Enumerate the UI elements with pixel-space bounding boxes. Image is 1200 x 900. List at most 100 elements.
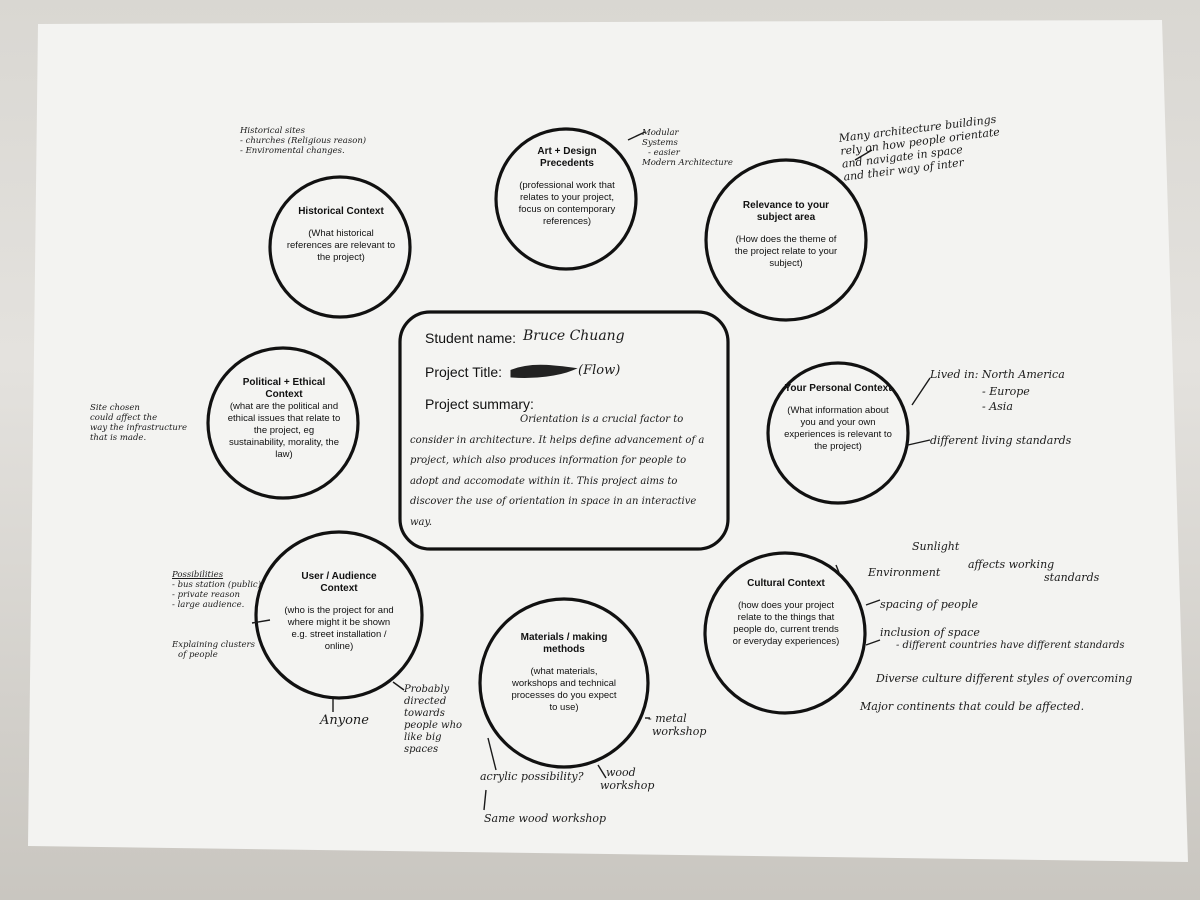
note-cultural-affects: affects working standards — [968, 558, 1099, 584]
note-line: spaces — [404, 744, 439, 755]
note-political: Site chosen could affect the way the inf… — [90, 403, 187, 443]
project-summary-value: Orientation is a crucial factor to consi… — [410, 414, 705, 528]
note-cultural-sunlight: Sunlight — [912, 540, 960, 553]
project-title-label: Project Title: — [425, 364, 503, 380]
bubble-cultural: Cultural Context (how does your project … — [730, 578, 842, 648]
note-materials-acrylic: acrylic possibility? — [480, 770, 584, 783]
circle-art-design — [494, 127, 638, 271]
connector-user-2 — [392, 681, 405, 691]
bubble-description: (How does the theme of the project relat… — [734, 234, 838, 269]
note-historical: Historical sites - churches (Religious r… — [240, 126, 366, 156]
note-materials-same: Same wood workshop — [484, 812, 607, 825]
bubble-political: Political + Ethical Context (what are th… — [226, 377, 342, 461]
bubble-description: (what are the political and ethical issu… — [227, 401, 341, 460]
note-line: Possibilities — [172, 570, 224, 580]
note-user-clusters: Explaining clusters of people — [172, 640, 255, 660]
connector-user-1 — [251, 619, 271, 624]
bubble-title: User / Audience Context — [301, 571, 377, 594]
circle-cultural — [703, 551, 867, 715]
project-title-value: (Flow) — [578, 363, 621, 378]
connector-materials-3 — [483, 789, 487, 811]
connector-personal — [911, 377, 931, 406]
note-line: - private reason — [172, 590, 240, 600]
note-line: Modern Architecture — [642, 158, 733, 168]
note-line: way the infrastructure — [90, 423, 187, 433]
connector-cultural-2 — [865, 599, 881, 606]
note-line: directed — [404, 696, 447, 707]
note-line: - Enviromental changes. — [240, 146, 345, 156]
note-cultural-environment: Environment — [868, 566, 941, 579]
note-materials-wood: wood workshop — [600, 766, 654, 792]
bubble-title: Art + Design Precedents — [537, 146, 597, 169]
connector-relevance — [854, 149, 873, 161]
note-cultural-inclusion: inclusion of space - different countries… — [880, 626, 1125, 652]
note-line: like big — [404, 732, 442, 743]
note-line: - Asia — [982, 400, 1013, 413]
note-line: affects working — [968, 558, 1055, 571]
bubble-title: Relevance to your subject area — [742, 200, 830, 223]
note-art: Modular Systems - easier Modern Architec… — [642, 128, 733, 168]
note-user-anyone: Anyone — [320, 713, 369, 728]
circle-historical — [268, 175, 412, 319]
note-line: people who — [404, 720, 463, 731]
note-cultural-spacing: spacing of people — [880, 598, 978, 611]
center-box — [398, 310, 730, 551]
note-line: - large audience. — [172, 600, 245, 610]
bubble-art-design: Art + Design Precedents (professional wo… — [512, 146, 622, 228]
bubble-title: Materials / making methods — [520, 632, 608, 655]
note-line: - different countries have different sta… — [896, 640, 1125, 651]
bubble-description: (what materials, workshops and technical… — [511, 666, 617, 713]
circle-political — [206, 346, 360, 500]
note-line: towards — [404, 708, 445, 719]
bubble-description: (how does your project relate to the thi… — [732, 600, 840, 647]
note-line: Lived in: North America — [930, 368, 1065, 381]
bubble-description: (What historical references are relevant… — [286, 228, 396, 263]
bubble-title: Cultural Context — [747, 578, 825, 589]
bubble-relevance: Relevance to your subject area (How does… — [728, 200, 844, 270]
note-line: Explaining clusters — [172, 640, 255, 650]
bubble-materials: Materials / making methods (what materia… — [508, 632, 620, 714]
bubble-title: Your Personal Context — [784, 383, 892, 394]
note-line: wood — [606, 766, 636, 779]
note-cultural-diverse: Diverse culture different styles of over… — [876, 672, 1133, 685]
circle-personal — [766, 361, 910, 505]
note-cultural-major: Major continents that could be affected. — [860, 700, 1085, 713]
note-line: - easier — [648, 148, 680, 158]
note-line: Historical sites — [240, 126, 305, 136]
connector-cultural-1 — [835, 564, 841, 576]
note-user-possibilities: Possibilities - bus station (public) - p… — [172, 570, 261, 610]
bubble-description: (professional work that relates to your … — [518, 180, 616, 227]
note-line: that is made. — [90, 433, 147, 443]
bubble-historical: Historical Context (What historical refe… — [286, 206, 396, 264]
note-line: - bus station (public) — [172, 580, 262, 590]
connector-materials-1 — [487, 737, 497, 771]
bubble-personal: Your Personal Context (What information … — [780, 383, 896, 453]
bubble-description: (who is the project for and where might … — [284, 605, 394, 652]
student-name-value: Bruce Chuang — [523, 328, 625, 344]
note-line: workshop — [600, 779, 655, 792]
note-line: workshop — [652, 725, 707, 738]
note-materials-metal: - metal workshop — [648, 712, 706, 738]
note-line: Systems — [642, 138, 678, 148]
note-personal-living: different living standards — [930, 434, 1072, 447]
note-line: of people — [178, 650, 218, 660]
note-line: Probably — [404, 684, 450, 695]
bubble-title: Historical Context — [298, 206, 384, 217]
note-line: inclusion of space — [880, 626, 980, 639]
note-line: - churches (Religious reason) — [240, 136, 367, 146]
connector-cultural-3 — [865, 639, 881, 646]
note-line: Site chosen — [90, 403, 140, 413]
title-scribble — [510, 364, 578, 378]
connector-personal-2 — [907, 439, 931, 446]
project-summary-label: Project summary: — [425, 396, 534, 412]
note-line: standards — [1044, 571, 1100, 584]
circle-user — [254, 530, 424, 700]
note-line: - metal — [648, 712, 687, 725]
bubble-user: User / Audience Context (who is the proj… — [282, 571, 396, 653]
connector-art — [627, 131, 646, 141]
note-line: could affect the — [90, 413, 158, 423]
student-name-label: Student name: — [425, 330, 517, 346]
circle-materials — [478, 597, 650, 769]
bubble-description: (What information about you and your own… — [784, 405, 892, 452]
